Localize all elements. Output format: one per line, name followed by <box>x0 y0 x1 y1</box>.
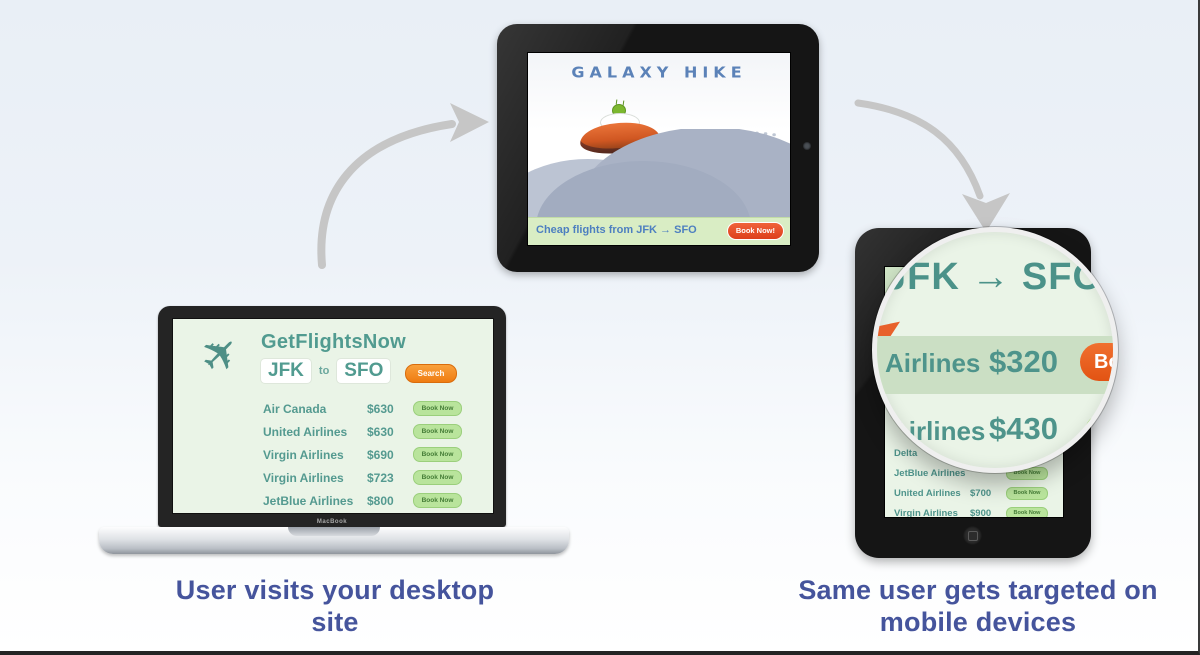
flight-row: United Airlines $700 Book Now <box>894 483 1056 503</box>
airline-name: United Airlines <box>894 487 961 499</box>
flight-price: $430 <box>989 411 1058 446</box>
ad-book-now-button[interactable]: Book Now! <box>726 222 784 240</box>
destination-field[interactable]: SFO <box>337 359 391 383</box>
book-button[interactable]: Book <box>1085 414 1113 449</box>
flight-row: United Airlines $630 Book Now <box>263 420 481 443</box>
book-now-button[interactable]: Book Now <box>413 447 462 462</box>
book-now-button[interactable]: Book Now <box>413 424 462 439</box>
flight-row: JetBlue Airlines $800 Book Now <box>263 489 481 512</box>
flight-price: $723 <box>367 470 394 485</box>
airline-name: Airlines <box>885 348 981 378</box>
route-bar: JFK to SFO <box>261 359 391 383</box>
alien-icon <box>613 105 625 116</box>
flight-price: $320 <box>989 344 1058 379</box>
flight-price: $900 <box>970 507 992 518</box>
tablet-device: GALAXY HIKE Cheap flights from JFK → SFO… <box>497 24 819 272</box>
airline-name: Virgin Airlines <box>263 470 344 485</box>
flight-price: $630 <box>367 424 394 439</box>
curved-arrow-left-icon <box>317 120 456 269</box>
laptop-notch <box>288 527 380 536</box>
game-logo: GALAXY HIKE <box>571 63 747 82</box>
flight-row: Virgin Airlines $690 Book Now <box>263 443 481 466</box>
ufo-alien-icon <box>579 99 661 159</box>
tablet-screen: GALAXY HIKE Cheap flights from JFK → SFO… <box>527 52 791 246</box>
airline-name: Airlines <box>890 416 986 446</box>
flight-price: $690 <box>367 447 394 462</box>
site-title: GetFlightsNow <box>261 331 407 353</box>
flight-price: $800 <box>367 493 394 508</box>
book-button[interactable]: Book <box>1080 343 1113 381</box>
book-now-button[interactable]: Book Now <box>413 470 462 485</box>
book-now-button[interactable]: Book Now <box>1006 486 1048 500</box>
home-button[interactable] <box>963 526 982 545</box>
ad-banner: Cheap flights from JFK → SFO Book Now! <box>528 217 790 245</box>
book-now-button[interactable]: Book Now <box>1006 506 1048 517</box>
caption-desktop: User visits your desktop site <box>175 575 495 637</box>
magnifier-lens-icon: JFK → SFO Airlines $320 Book Airlines $4… <box>872 227 1118 473</box>
flight-list: Air Canada $630 Book Now United Airlines… <box>263 397 481 512</box>
airline-name: JetBlue Airlines <box>263 493 354 508</box>
origin-field[interactable]: JFK <box>261 359 311 383</box>
airline-name: Air Canada <box>263 401 327 416</box>
flight-price: $630 <box>367 401 394 416</box>
laptop-brand-label: MacBook <box>316 519 348 525</box>
airline-name: United Airlines <box>263 424 348 439</box>
curved-arrow-right-icon <box>854 99 984 200</box>
arrowhead-right-icon <box>450 103 489 142</box>
flight-row: Air Canada $630 Book Now <box>263 397 481 420</box>
airplane-icon: ✈ <box>187 321 253 387</box>
to-label: to <box>318 365 330 377</box>
airline-name: JetBlue Airlines <box>894 467 966 479</box>
flight-price: $700 <box>970 487 992 499</box>
search-button[interactable]: Search <box>405 364 457 383</box>
laptop-base <box>99 527 569 554</box>
laptop-screen: ✈ GetFlightsNow JFK to SFO Search Air Ca… <box>158 306 506 527</box>
highlighted-row <box>877 336 1113 394</box>
book-now-button[interactable]: Book Now <box>413 401 462 416</box>
airline-name: Delta <box>894 447 918 459</box>
arrowhead-down-icon <box>962 193 1010 232</box>
flight-row: Virgin Airlines $900 Book Now <box>894 503 1056 518</box>
desktop-site: ✈ GetFlightsNow JFK to SFO Search Air Ca… <box>172 318 494 514</box>
airline-name: Virgin Airlines <box>894 507 958 518</box>
camera-icon <box>803 142 811 150</box>
flight-row: Virgin Airlines $723 Book Now <box>263 466 481 489</box>
ad-banner-text: Cheap flights from JFK → SFO <box>536 224 697 236</box>
game-hills <box>528 129 790 219</box>
caption-mobile: Same user gets targeted on mobile device… <box>798 575 1158 637</box>
book-now-button[interactable]: Book Now <box>413 493 462 508</box>
airline-name: Virgin Airlines <box>263 447 344 462</box>
magnified-route: JFK → SFO <box>885 256 1104 298</box>
